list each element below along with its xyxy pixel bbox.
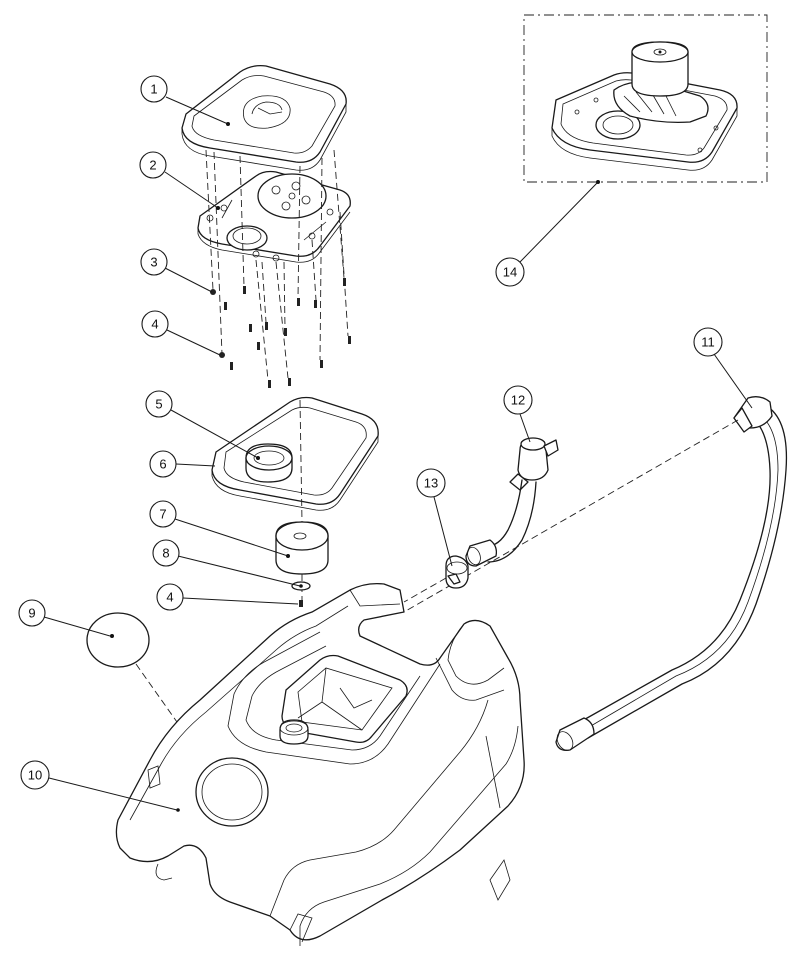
callout-4-top: 4	[141, 310, 221, 356]
part-collar	[245, 443, 293, 483]
callout-label-12: 12	[511, 393, 525, 408]
callout-label-3: 3	[150, 255, 157, 270]
callout-8: 8	[152, 539, 301, 587]
callouts: 1 2 3 4 5 6	[18, 75, 753, 811]
part-elbow-connector	[465, 437, 559, 567]
part-cover	[181, 64, 347, 171]
callout-4-bottom: 4	[156, 583, 299, 611]
callout-label-9: 9	[28, 606, 35, 621]
callout-14: 14	[495, 180, 600, 287]
callout-12: 12	[503, 385, 533, 443]
callout-3: 3	[140, 248, 213, 293]
part-tank-body	[115, 582, 525, 946]
callout-label-10: 10	[28, 768, 42, 783]
callout-label-5: 5	[155, 397, 162, 412]
callout-label-14: 14	[503, 265, 517, 280]
detail-box-motor-assembly	[523, 14, 768, 183]
callout-1: 1	[140, 75, 230, 126]
part-hose-clamp	[403, 555, 469, 603]
part-mounting-plate	[197, 170, 351, 263]
callout-13: 13	[416, 468, 453, 567]
callout-11: 11	[693, 327, 753, 409]
callout-2: 2	[139, 151, 220, 210]
callout-label-8: 8	[162, 546, 169, 561]
callout-9: 9	[18, 599, 111, 637]
callout-label-4-top: 4	[151, 317, 158, 332]
part-washer	[291, 581, 311, 607]
callout-label-1: 1	[150, 82, 157, 97]
screws-set	[210, 278, 351, 388]
part-gasket-frame	[211, 396, 379, 511]
callout-10: 10	[20, 760, 178, 811]
callout-label-6: 6	[159, 457, 166, 472]
callout-7: 7	[149, 500, 290, 558]
callout-5: 5	[145, 390, 260, 460]
callout-label-2: 2	[149, 158, 156, 173]
callout-6: 6	[149, 450, 216, 478]
callout-label-13: 13	[424, 476, 438, 491]
assembly-lines-top	[205, 149, 349, 381]
part-foam-filter	[275, 399, 329, 606]
callout-label-11: 11	[701, 335, 715, 350]
callout-label-7: 7	[159, 507, 166, 522]
callout-label-4-bottom: 4	[166, 590, 173, 605]
